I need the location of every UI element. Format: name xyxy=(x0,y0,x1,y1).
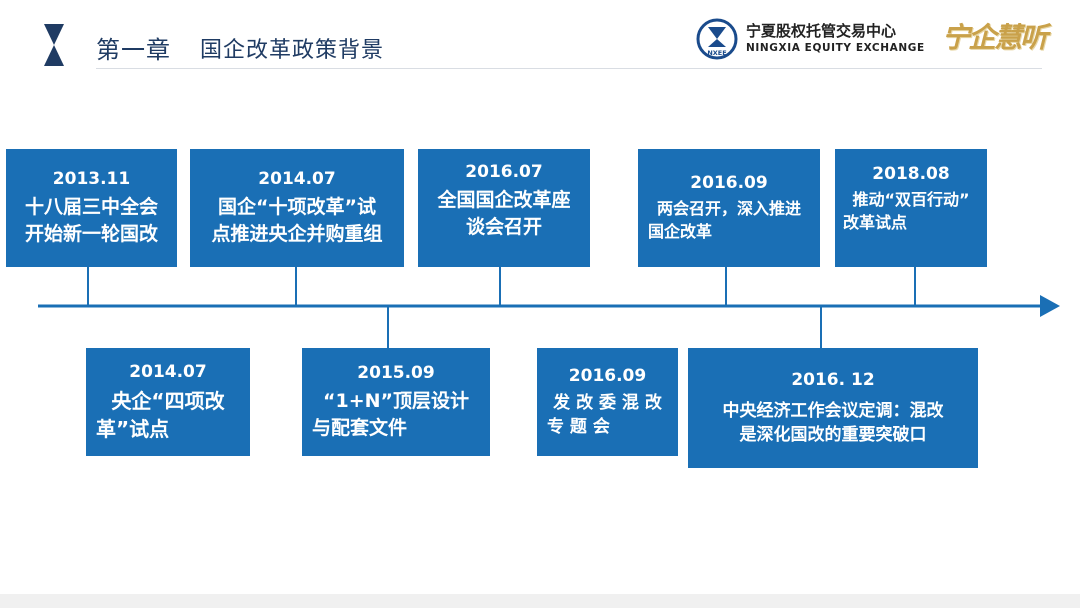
nxee-logo-icon: NXEE xyxy=(696,18,738,60)
event-date: 2016.07 xyxy=(465,162,543,182)
event-line: 中央经济工作会议定调：混改 xyxy=(722,400,944,421)
event-line: 是深化国改的重要突破口 xyxy=(739,425,927,445)
event-box-2014-07-below: 2014.07 央企“四项改 革”试点 xyxy=(86,348,250,456)
event-line: 国企改革 xyxy=(648,222,713,241)
header-divider xyxy=(96,68,1042,69)
event-date: 2014.07 xyxy=(129,361,207,382)
event-box-2013-11: 2013.11 十八届三中全会 开始新一轮国改 xyxy=(6,149,177,267)
event-box-2016-07: 2016.07 全国国企改革座 谈会召开 xyxy=(418,149,590,267)
event-line: 开始新一轮国改 xyxy=(24,223,158,245)
event-line: 发 改 委 混 改 xyxy=(553,392,662,413)
org-name-en: NINGXIA EQUITY EXCHANGE xyxy=(746,42,925,54)
event-date: 2016.09 xyxy=(568,365,647,386)
timeline-arrow-icon xyxy=(1040,295,1060,317)
chapter-label: 第一章 xyxy=(96,36,171,64)
event-box-2014-07-above: 2014.07 国企“十项改革”试 点推进央企并购重组 xyxy=(190,149,404,267)
event-box-2015-09: 2015.09 “1+N”顶层设计 与配套文件 xyxy=(302,348,490,456)
event-line: “1+N”顶层设计 xyxy=(322,390,470,413)
event-line: 与配套文件 xyxy=(312,417,408,439)
event-date: 2016. 12 xyxy=(791,369,875,390)
event-line: 谈会召开 xyxy=(465,215,542,238)
slogan-calligraphy: 宁企慧听 xyxy=(942,21,1048,54)
event-date: 2014.07 xyxy=(258,169,336,190)
event-date: 2018.08 xyxy=(872,164,950,184)
event-line: 专 题 会 xyxy=(547,417,610,437)
event-box-2016-09-below: 2016.09 发 改 委 混 改 专 题 会 xyxy=(537,348,678,456)
org-name-cn: 宁夏股权托管交易中心 xyxy=(746,22,897,40)
section-title: 国企改革政策背景 xyxy=(200,38,385,63)
logo-text: NXEE xyxy=(707,49,726,57)
event-box-2016-09-above: 2016.09 两会召开，深入推进 国企改革 xyxy=(638,149,820,267)
event-date: 2013.11 xyxy=(52,169,131,190)
event-date: 2015.09 xyxy=(357,363,435,384)
event-line: 十八届三中全会 xyxy=(24,196,158,219)
event-line: 革”试点 xyxy=(96,417,170,441)
event-line: 点推进央企并购重组 xyxy=(211,223,383,245)
slide-header: 第一章 国企改革政策背景 NXEE 宁夏股权托管交易中心 NINGXIA EQU… xyxy=(0,0,1080,72)
event-line: 央企“四项改 xyxy=(111,388,225,413)
event-date: 2016.09 xyxy=(690,173,768,194)
event-line: 两会召开，深入推进 xyxy=(656,199,801,219)
footer-bar xyxy=(0,594,1080,608)
hourglass-icon xyxy=(44,24,64,66)
event-line: 推动“双百行动” xyxy=(852,190,970,209)
event-box-2016-12: 2016. 12 中央经济工作会议定调：混改 是深化国改的重要突破口 xyxy=(688,348,978,468)
event-line: 国企“十项改革”试 xyxy=(218,196,376,219)
event-line: 全国国企改革座 xyxy=(437,189,571,211)
event-line: 改革试点 xyxy=(843,212,908,232)
event-box-2018-08: 2018.08 推动“双百行动” 改革试点 xyxy=(835,149,987,267)
